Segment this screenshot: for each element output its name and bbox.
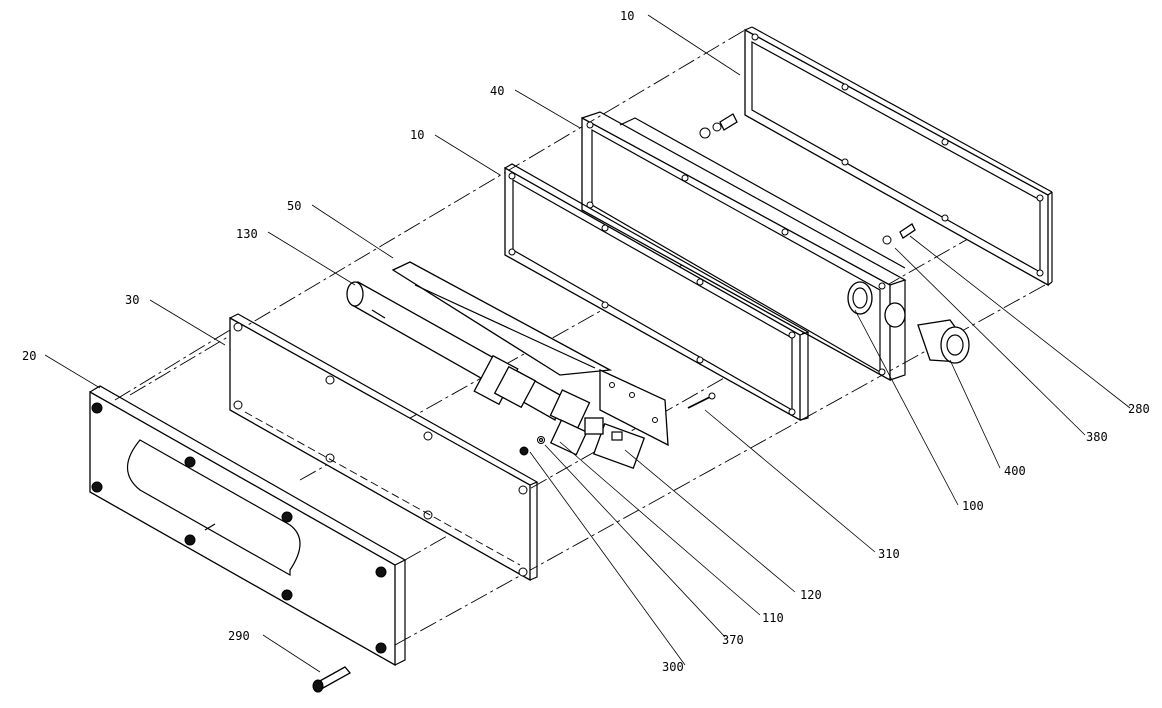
- pcb-assembly: [549, 368, 669, 470]
- leader-lines: [44, 14, 1131, 673]
- callout-10-rear: 10: [620, 9, 634, 23]
- callout-10-front: 10: [410, 128, 424, 142]
- callout-120: 120: [800, 588, 822, 602]
- callout-100: 100: [962, 499, 984, 513]
- part-10-rear-gasket: [744, 26, 1053, 287]
- callout-20: 20: [22, 349, 36, 363]
- callout-290: 290: [228, 629, 250, 643]
- part-30-front-plate: [229, 313, 539, 582]
- callout-370: 370: [722, 633, 744, 647]
- callout-310: 310: [878, 547, 900, 561]
- part-20-front-cover: [89, 385, 407, 667]
- callout-labels: 10 40 10 50 130 30 20 290 300 370 110 12…: [22, 9, 1150, 674]
- callout-130: 130: [236, 227, 258, 241]
- callout-280: 280: [1128, 402, 1150, 416]
- callout-110: 110: [762, 611, 784, 625]
- callout-380: 380: [1086, 430, 1108, 444]
- fasteners: [312, 113, 970, 693]
- callout-50: 50: [287, 199, 301, 213]
- callout-30: 30: [125, 293, 139, 307]
- part-130-heater-tube: [346, 281, 561, 422]
- part-50-sensor-blade: [391, 261, 613, 376]
- part-10-front-gasket: [504, 163, 810, 422]
- callout-300: 300: [662, 660, 684, 674]
- callout-40: 40: [490, 84, 504, 98]
- callout-400: 400: [1004, 464, 1026, 478]
- part-40-enclosure-body: [581, 111, 907, 382]
